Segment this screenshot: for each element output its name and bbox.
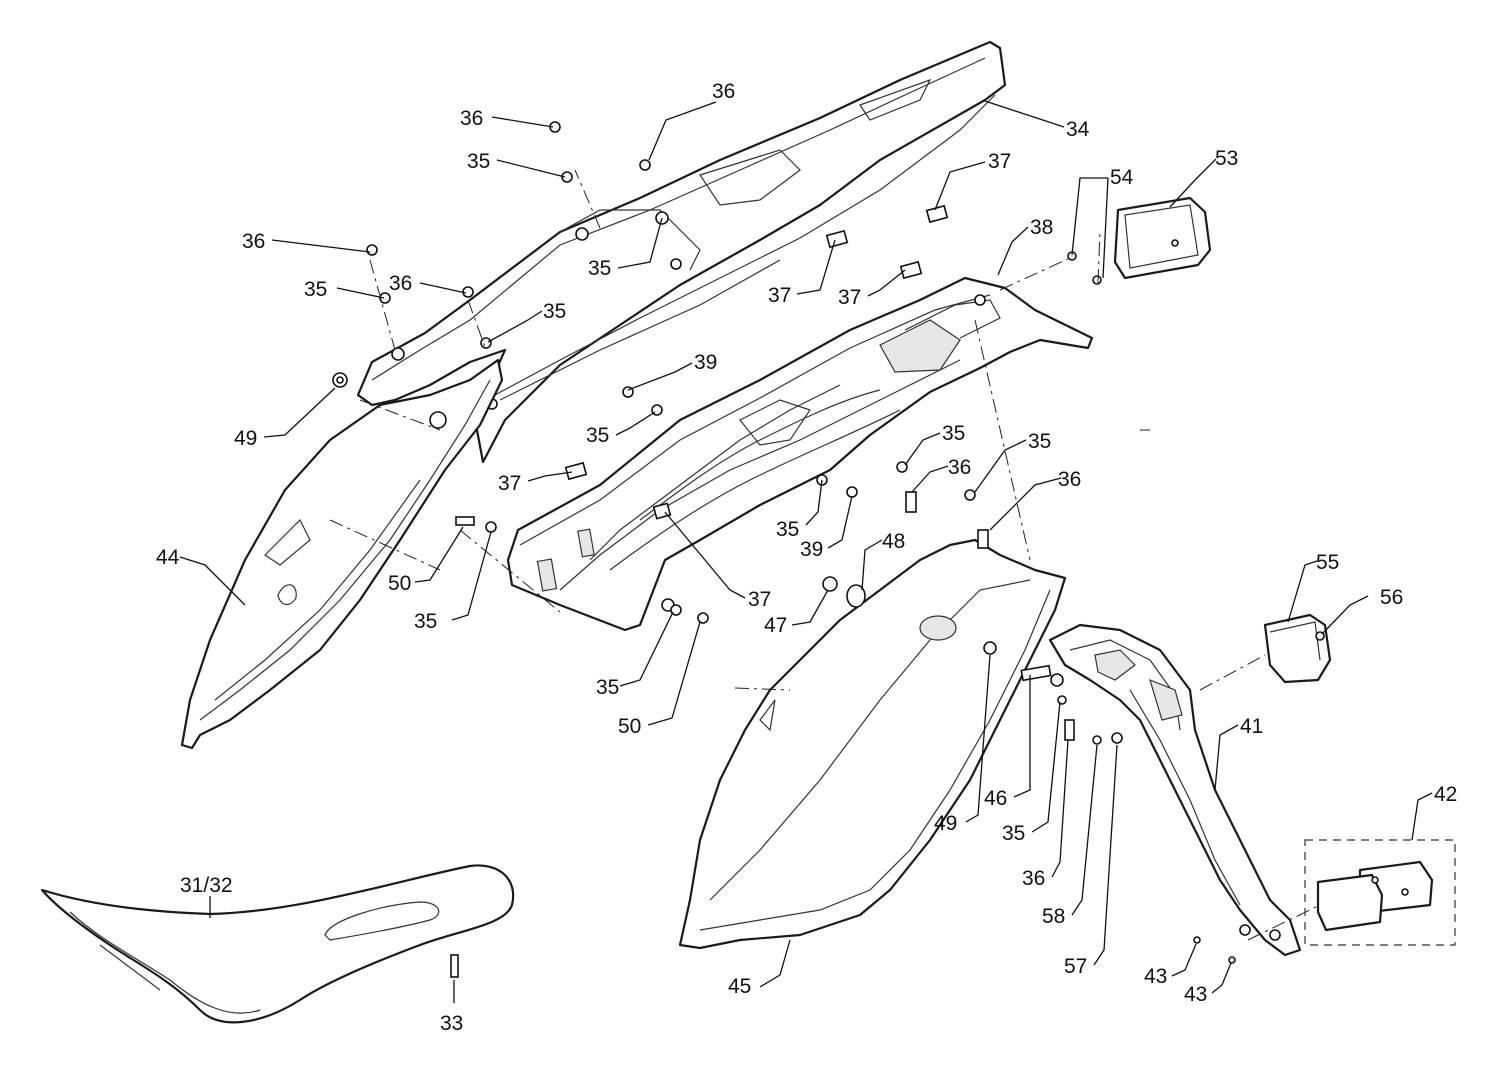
callout-48: 48: [882, 530, 905, 553]
callout-56: 56: [1380, 586, 1403, 609]
part-45-right-side-panel[interactable]: [678, 538, 1067, 950]
callout-50: 50: [388, 572, 411, 595]
callout-35: 35: [304, 278, 327, 301]
callout-35: 35: [414, 610, 437, 633]
callout-36: 36: [1058, 468, 1081, 491]
callout-33: 33: [440, 1012, 463, 1035]
callout-36: 36: [242, 230, 265, 253]
callout-38: 38: [1030, 216, 1053, 239]
callout-58: 58: [1042, 905, 1065, 928]
callout-37: 37: [768, 284, 791, 307]
callout-labels: 36 36 34 35 37 54 53 36 38 35 36 35 37 3…: [156, 80, 1457, 1035]
callout-36: 36: [460, 107, 483, 130]
hardware-fasteners: [332, 121, 1325, 978]
callout-44: 44: [156, 546, 180, 569]
callout-35: 35: [1028, 430, 1051, 453]
part-31-32-seat[interactable]: [40, 864, 515, 1024]
callout-35: 35: [776, 518, 799, 541]
callout-37: 37: [838, 286, 861, 309]
callout-35: 35: [596, 676, 619, 699]
callout-36: 36: [712, 80, 735, 103]
assembly-axes: [329, 169, 1321, 941]
part-44-left-side-panel[interactable]: [180, 358, 504, 750]
callout-46: 46: [984, 787, 1007, 810]
callout-39: 39: [694, 351, 717, 374]
callout-37: 37: [748, 588, 771, 611]
callout-31-32: 31/32: [180, 874, 233, 897]
callout-37: 37: [988, 150, 1011, 173]
callout-34: 34: [1066, 118, 1090, 141]
callout-39: 39: [800, 538, 823, 561]
callout-54: 54: [1110, 166, 1134, 189]
callout-36: 36: [948, 456, 971, 479]
leader-lines: [179, 100, 1433, 1003]
callout-57: 57: [1064, 955, 1087, 978]
callout-35: 35: [467, 150, 490, 173]
callout-47: 47: [764, 614, 787, 637]
callout-36: 36: [1022, 867, 1045, 890]
callout-55: 55: [1316, 551, 1339, 574]
callout-35: 35: [1002, 822, 1025, 845]
callout-50: 50: [618, 715, 641, 738]
part-38-rear-inner-tray[interactable]: [506, 276, 1094, 632]
callout-49: 49: [934, 812, 957, 835]
callout-41: 41: [1240, 715, 1263, 738]
callout-37: 37: [498, 472, 521, 495]
callout-49: 49: [234, 427, 257, 450]
callout-43: 43: [1184, 983, 1207, 1006]
callout-35: 35: [586, 424, 609, 447]
callout-36: 36: [389, 272, 412, 295]
part-42-reflector-set[interactable]: [1304, 839, 1456, 946]
callout-42: 42: [1434, 783, 1457, 806]
callout-35: 35: [543, 300, 566, 323]
callout-53: 53: [1215, 147, 1238, 170]
callout-35: 35: [942, 422, 965, 445]
callout-43: 43: [1144, 965, 1167, 988]
callout-45: 45: [728, 975, 751, 998]
part-41-plate-bracket[interactable]: [1048, 623, 1302, 957]
callout-35: 35: [588, 257, 611, 280]
part-53-tail-light[interactable]: [1113, 196, 1212, 280]
part-55-rear-light[interactable]: [1263, 613, 1332, 684]
